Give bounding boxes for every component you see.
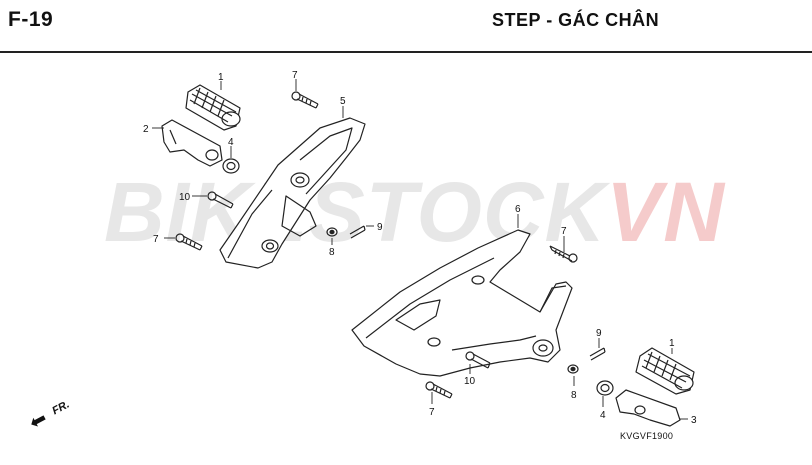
callout-7-left: 7 bbox=[153, 234, 159, 245]
callout-1-right: 1 bbox=[669, 338, 675, 349]
washer-8-left bbox=[326, 227, 338, 237]
washer-right bbox=[596, 380, 614, 396]
footpeg-left bbox=[185, 84, 241, 131]
step-holder-right bbox=[351, 229, 573, 377]
callout-9-left: 9 bbox=[377, 222, 383, 233]
callout-10-right: 10 bbox=[464, 376, 476, 387]
callout-2: 2 bbox=[143, 124, 149, 135]
pin-9-left bbox=[349, 225, 366, 239]
bolt-10-left bbox=[207, 191, 234, 209]
callout-7-bottom: 7 bbox=[429, 407, 435, 418]
callout-9-right: 9 bbox=[596, 328, 602, 339]
callout-6: 6 bbox=[515, 204, 521, 215]
washer-8-right bbox=[567, 364, 579, 374]
callout-8-right: 8 bbox=[571, 390, 577, 401]
header-divider bbox=[0, 51, 812, 53]
page-code: F-19 bbox=[8, 8, 54, 31]
callout-4-right: 4 bbox=[600, 410, 606, 421]
callout-10-left: 10 bbox=[179, 192, 191, 203]
footpeg-right bbox=[635, 347, 695, 395]
pin-9-right bbox=[589, 347, 606, 361]
leader-lines bbox=[152, 79, 688, 420]
bolt-7-left bbox=[175, 233, 203, 251]
footpeg-bracket-right bbox=[615, 389, 681, 427]
footpeg-bracket-left bbox=[161, 119, 223, 167]
bolt-7-top bbox=[291, 91, 319, 109]
callout-8-left: 8 bbox=[329, 247, 335, 258]
callout-3: 3 bbox=[691, 415, 697, 426]
watermark-accent: VN bbox=[606, 165, 725, 259]
bolt-10-right bbox=[465, 351, 491, 369]
callout-7-right: 7 bbox=[561, 226, 567, 237]
page-title: STEP - GÁC CHÂN bbox=[492, 10, 660, 30]
washer-left bbox=[222, 158, 240, 174]
callout-7-top: 7 bbox=[292, 70, 298, 81]
diagram-code: KVGVF1900 bbox=[620, 431, 674, 441]
bolt-7-right bbox=[549, 245, 578, 263]
bolt-7-bottom bbox=[425, 381, 453, 399]
callout-5: 5 bbox=[340, 96, 346, 107]
step-holder-left bbox=[219, 117, 366, 269]
callout-1-left: 1 bbox=[218, 72, 224, 83]
callout-4-left: 4 bbox=[228, 137, 234, 148]
